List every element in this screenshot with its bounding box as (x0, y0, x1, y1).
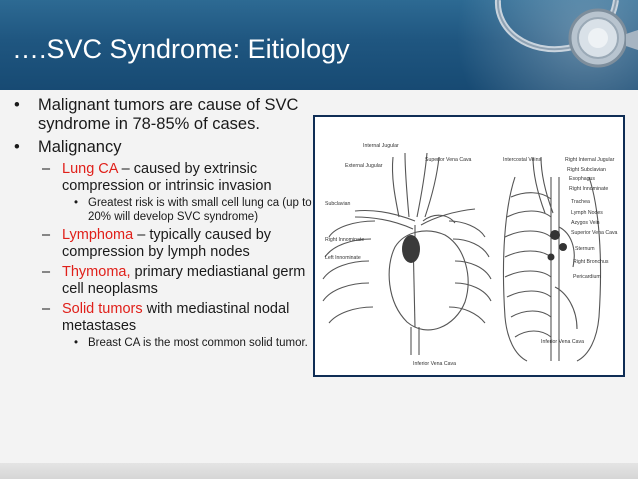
sub-bullet-item: –Lung CA – caused by extrinsic compressi… (12, 161, 312, 195)
label-superior-vena-cava-right: Superior Vena Cava (571, 230, 618, 236)
label-right-internal-jugular: Right Internal Jugular (565, 157, 615, 163)
label-sternum: Sternum (575, 246, 595, 252)
sub-sub-bullet-text: Greatest risk is with small cell lung ca… (88, 197, 312, 223)
lymph-node-marker (550, 230, 560, 240)
label-esophagus: Esophagus (569, 176, 595, 182)
label-inferior-vena-cava-right: Inferior Vena Cava (541, 339, 584, 345)
highlight-term: Lung CA (62, 161, 118, 177)
label-right-innominate-left: Right Innominate (325, 237, 364, 243)
bullet-item: • Malignancy (12, 138, 312, 157)
bullet-text: Malignant tumors are cause of SVC syndro… (38, 96, 299, 133)
label-right-innominate-right: Right Innominate (569, 186, 608, 192)
highlight-term: Thymoma, (62, 264, 131, 280)
bullet-dot: • (14, 96, 20, 114)
bullet-list: • Malignant tumors are cause of SVC syndr… (12, 96, 312, 353)
lymph-node-marker (559, 243, 567, 251)
label-external-jugular: External Jugular (345, 163, 383, 169)
label-subclavian: Subclavian (325, 201, 350, 207)
bullet-dot: • (14, 138, 20, 156)
lymph-node-marker (547, 253, 555, 261)
highlight-term: Lymphoma (62, 227, 134, 243)
sub-bullet-item: –Lymphoma – typically caused by compress… (12, 227, 312, 261)
sub-bullet-item: –Solid tumors with mediastinal nodal met… (12, 301, 312, 335)
label-intercostal-veins: Intercostal Veins (503, 157, 541, 163)
sub-sub-bullet-item: • Greatest risk is with small cell lung c… (12, 197, 312, 224)
sub-bullet-text: primary mediastianal germ cell neoplasms (62, 264, 306, 297)
label-right-subclavian: Right Subclavian (567, 167, 606, 173)
label-azygos-vein: Azygos Vein (571, 220, 600, 226)
label-trachea: Trachea (571, 199, 590, 205)
dash-marker: – (42, 264, 51, 280)
bullet-dot: • (74, 337, 79, 349)
right-thorax-drawing (502, 156, 602, 362)
tumor-mass-left (402, 235, 420, 263)
footer-band (0, 463, 638, 479)
sub-bullet-text: – typically caused by compression by lym… (62, 227, 272, 260)
sub-sub-bullet-text: Breast CA is the most common solid tumor… (88, 337, 308, 349)
bullet-dot: • (74, 197, 79, 209)
label-inferior-vena-cava-left: Inferior Vena Cava (413, 361, 456, 367)
sub-sub-bullet-item: • Breast CA is the most common solid tumo… (12, 337, 312, 351)
label-left-innominate: Left Innominate (325, 255, 361, 261)
label-pericardium: Pericardium (573, 274, 601, 280)
sub-bullet-item: –Thymoma, primary mediastianal germ cell… (12, 264, 312, 298)
dash-marker: – (42, 301, 51, 317)
dash-marker: – (42, 161, 51, 177)
sub-bullet-text: – caused by extrinsic compression or int… (62, 161, 272, 194)
label-superior-vena-cava-left: Superior Vena Cava (425, 157, 472, 163)
slide-title: ….SVC Syndrome: Eitiology (12, 34, 350, 64)
left-heart-drawing (322, 152, 492, 355)
label-right-bronchus: Right Bronchus (573, 259, 609, 265)
bullet-text: Malignancy (38, 138, 122, 156)
anatomy-illustration: Internal Jugular External Jugular Superi… (322, 143, 618, 367)
label-internal-jugular: Internal Jugular (363, 143, 399, 149)
label-lymph-nodes: Lymph Nodes (571, 210, 603, 216)
anatomy-figure: Internal Jugular External Jugular Superi… (313, 115, 625, 377)
dash-marker: – (42, 227, 51, 243)
sub-bullet-text: with mediastinal nodal metastases (62, 301, 290, 334)
bullet-item: • Malignant tumors are cause of SVC syndr… (12, 96, 312, 134)
highlight-term: Solid tumors (62, 301, 143, 317)
title-bar: ….SVC Syndrome: Eitiology (0, 0, 638, 90)
stethoscope-icon (494, 0, 638, 68)
